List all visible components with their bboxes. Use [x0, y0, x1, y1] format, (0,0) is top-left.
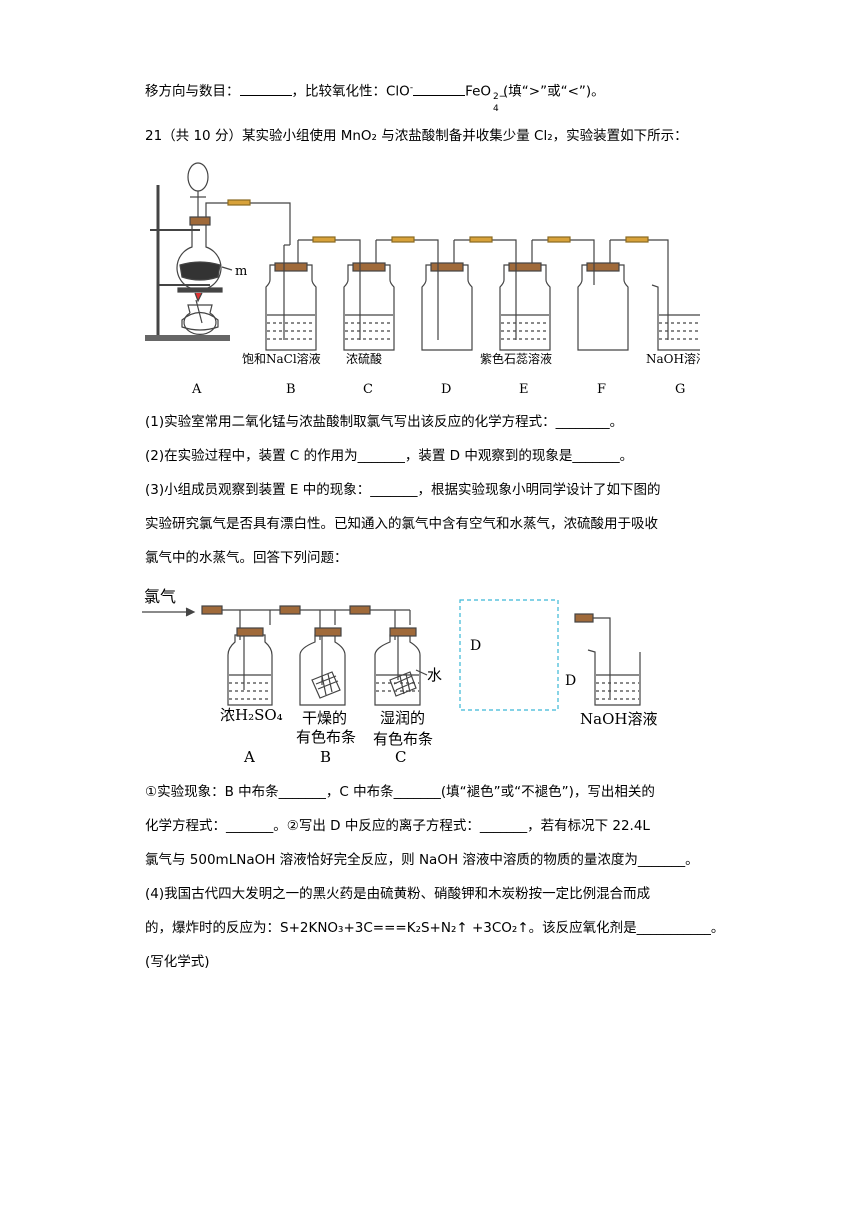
letter-a2: A: [243, 748, 255, 766]
bottle-b: [265, 240, 317, 351]
beaker-g: [651, 284, 700, 351]
question-3-line-5: 化学方程式：_______。②写出 D 中反应的离子方程式：_______，若有…: [145, 818, 650, 834]
bottle-d: [421, 240, 473, 351]
label-naoh: NaOH溶液: [646, 351, 700, 366]
question-3-line-4: ①实验现象：B 中布条_______，C 中布条_______(填“褪色”或“不…: [145, 784, 655, 800]
question-4-line-2: 的，爆炸时的反应为：S+2KNO₃+3C===K₂S+N₂↑ +3CO₂↑。该反…: [145, 920, 725, 936]
label-m: m: [235, 264, 247, 279]
letter-c: C: [363, 382, 373, 397]
question-3-line-2: 实验研究氯气是否具有漂白性。已知通入的氯气中含有空气和水蒸气，浓硫酸用于吸收: [145, 516, 658, 532]
question-2: (2)在实验过程中，装置 C 的作用为_______，装置 D 中观察到的现象是…: [145, 448, 634, 464]
box-label-d: D: [470, 638, 481, 654]
letter-e: E: [519, 382, 529, 397]
label-chlorine: 氯气: [144, 587, 176, 606]
letter-c2: C: [395, 748, 406, 766]
letter-a: A: [191, 382, 202, 397]
label-wet-2: 有色布条: [373, 730, 433, 748]
apparatus-figure-1: m 饱和NaCl溶液 浓硫酸 紫色石蕊溶液 NaOH溶液 A B C D E F…: [145, 162, 700, 397]
apparatus-figure-2: 氯气 水 浓H₂SO: [142, 587, 657, 766]
blank-2: [413, 83, 466, 96]
blank-1: [239, 83, 292, 96]
letter-g: G: [675, 382, 685, 397]
label-nacl: 饱和NaCl溶液: [242, 351, 321, 366]
question-21-stem: 21（共 10 分）某实验小组使用 MnO₂ 与浓盐酸制备并收集少量 Cl₂，实…: [145, 128, 688, 144]
question-3-line-3: 氯气中的水蒸气。回答下列问题：: [145, 550, 348, 566]
label-h2so4-conc: 浓H₂SO₄: [220, 706, 283, 724]
label-water: 水: [427, 666, 442, 684]
bottle-c: [343, 240, 395, 351]
label-dry-1: 干燥的: [302, 709, 347, 727]
question-3-line-6: 氯气与 500mLNaOH 溶液恰好完全反应，则 NaOH 溶液中溶质的物质的量…: [145, 852, 699, 868]
label-h2so4: 浓硫酸: [346, 351, 382, 366]
letter-d: D: [441, 382, 451, 397]
letter-f: F: [597, 382, 606, 397]
question-4-line-3: (写化学式): [145, 954, 210, 970]
bottle-f: [577, 240, 629, 351]
letter-b2: B: [320, 748, 331, 766]
letter-b: B: [286, 382, 296, 397]
label-dry-2: 有色布条: [296, 728, 356, 746]
question-1: (1)实验室常用二氧化锰与浓盐酸制取氯气写出该反应的化学方程式：________…: [145, 414, 624, 430]
beaker-label-d: D: [565, 673, 576, 689]
label-naoh-solution: NaOH溶液: [580, 710, 657, 728]
text-transfer: 移方向与数目：: [145, 83, 240, 100]
label-litmus: 紫色石蕊溶液: [480, 351, 552, 366]
bottle-e: [499, 240, 551, 351]
question-3-line-1: (3)小组成员观察到装置 E 中的现象：_______，根据实验现象小明同学设计…: [145, 482, 661, 498]
text-feo: FeO: [465, 83, 492, 100]
text-compare: ，比较氧化性：ClO: [291, 83, 410, 100]
label-wet-1: 湿润的: [380, 709, 425, 727]
question-4-line-1: (4)我国古代四大发明之一的黑火药是由硫黄粉、硝酸钾和木炭粉按一定比例混合而成: [145, 886, 651, 902]
text-fill-hint: (填“>”或“<”)。: [503, 83, 605, 100]
